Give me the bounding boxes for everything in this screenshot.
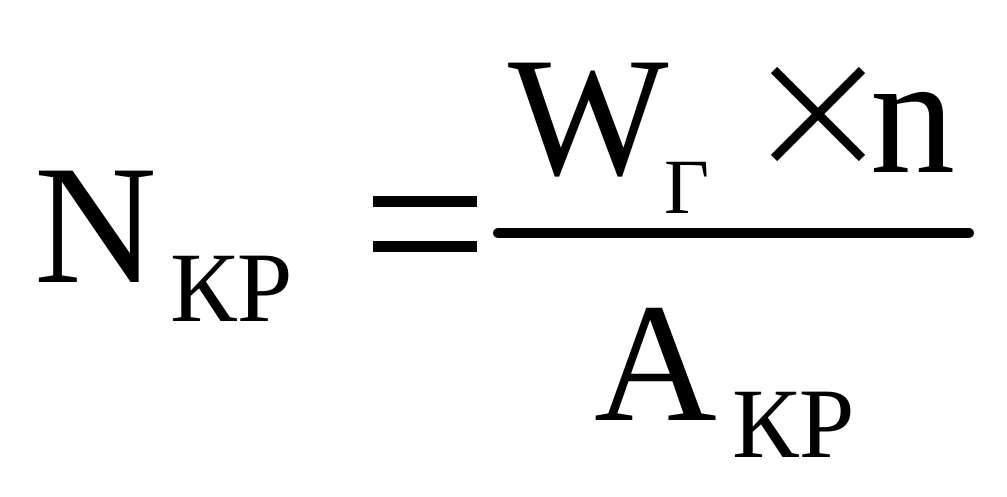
numerator-factor: n	[870, 21, 955, 209]
fraction-bar	[493, 228, 974, 238]
numerator-symbol: W	[508, 23, 669, 211]
denominator-subscript: КР	[732, 368, 855, 479]
lhs-subscript: КР	[170, 232, 293, 343]
times-sign	[770, 66, 866, 162]
equals-bar-bottom	[373, 241, 477, 252]
numerator-subscript: Г	[664, 143, 710, 230]
denominator-symbol: A	[594, 269, 717, 457]
equals-bar-top	[373, 196, 477, 207]
lhs-symbol: N	[34, 131, 157, 319]
